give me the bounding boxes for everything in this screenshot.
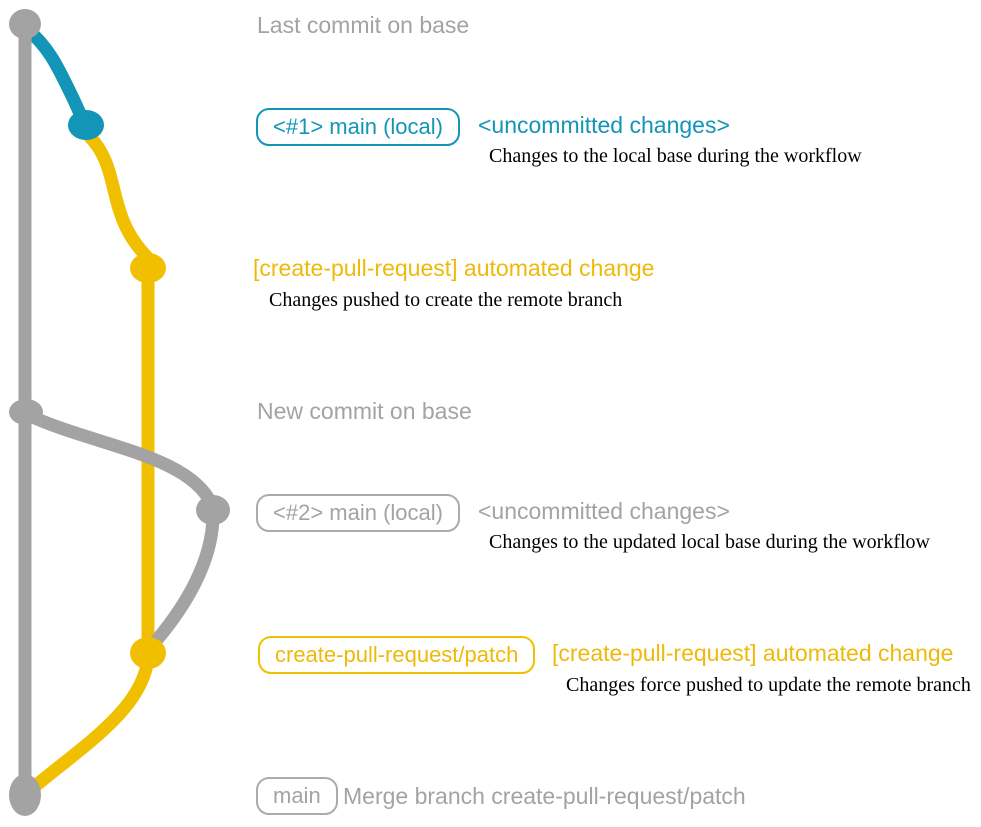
commit-dot-local-main-1 — [68, 110, 104, 140]
uncommitted-changes-label-1: <uncommitted changes> — [478, 112, 730, 138]
edge-pr-branch-create — [83, 130, 155, 265]
badge-main: main — [256, 777, 338, 815]
commit-dot-automated-change-2 — [130, 637, 166, 669]
new-commit-label: New commit on base — [257, 398, 472, 424]
badge-main-local-1: <#1> main (local) — [256, 108, 460, 146]
branch-graph — [9, 9, 230, 816]
commit-dot-merge — [9, 774, 41, 816]
edge-local-main-1 — [21, 23, 93, 130]
commit-dot-local-main-2 — [196, 495, 230, 525]
automated-change-label-1: [create-pull-request] automated change — [253, 255, 655, 281]
badge-create-pull-request-patch: create-pull-request/patch — [258, 636, 536, 674]
commit-dot-automated-change-1 — [130, 253, 166, 283]
note-pushed-create-branch: Changes pushed to create the remote bran… — [269, 289, 623, 311]
edge-pr-branch-merge — [21, 651, 155, 799]
commit-dot-new-base — [9, 399, 43, 425]
badge-main-local-2: <#2> main (local) — [256, 494, 460, 532]
edge-rebase-into-patch — [143, 505, 220, 655]
merge-branch-label: Merge branch create-pull-request/patch — [343, 783, 746, 809]
uncommitted-changes-label-2: <uncommitted changes> — [478, 498, 730, 524]
automated-change-label-2: [create-pull-request] automated change — [552, 640, 954, 666]
commit-dot-last-base — [9, 9, 41, 39]
note-local-base-changes: Changes to the local base during the wor… — [489, 145, 862, 167]
note-force-pushed-update-branch: Changes force pushed to update the remot… — [566, 674, 971, 696]
note-updated-local-base-changes: Changes to the updated local base during… — [489, 531, 930, 553]
edge-local-main-2 — [21, 408, 219, 512]
last-commit-label: Last commit on base — [257, 12, 470, 38]
